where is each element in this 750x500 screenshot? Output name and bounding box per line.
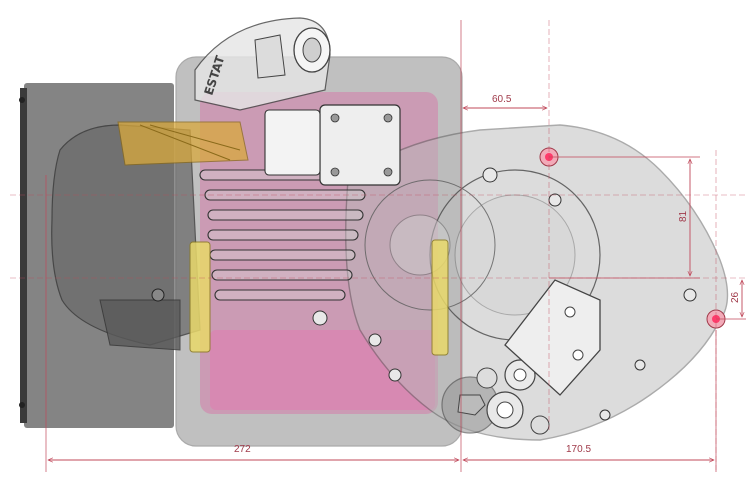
dimension-vertical-small-label: 26 — [730, 291, 741, 303]
right-yellow-bracket — [431, 239, 449, 356]
cylinder-head — [51, 124, 201, 351]
dimension-bottom-left-label: 272 — [234, 444, 251, 455]
intake-manifold — [117, 121, 249, 166]
dimension-extension-lines — [45, 20, 746, 472]
gear-cluster — [441, 359, 550, 435]
dimension-vertical-height: 81 — [678, 159, 690, 276]
dimension-top-offset: 60.5 — [463, 94, 547, 108]
cylinder-fins — [199, 169, 371, 301]
dimension-bottom-left: 272 — [48, 444, 459, 460]
mount-bracket — [504, 279, 601, 396]
dimension-vertical-small: 26 — [730, 280, 742, 317]
reed-valve-box — [264, 104, 401, 186]
dimension-top-offset-label: 60.5 — [492, 94, 512, 105]
dimension-vertical-height-label: 81 — [678, 210, 689, 222]
mounting-bolts — [312, 167, 697, 421]
left-yellow-bracket — [189, 241, 211, 353]
top-intake-housing — [194, 17, 331, 111]
dimension-bottom-right: 170.5 — [463, 444, 714, 460]
dimension-bottom-right-label: 170.5 — [566, 444, 591, 455]
